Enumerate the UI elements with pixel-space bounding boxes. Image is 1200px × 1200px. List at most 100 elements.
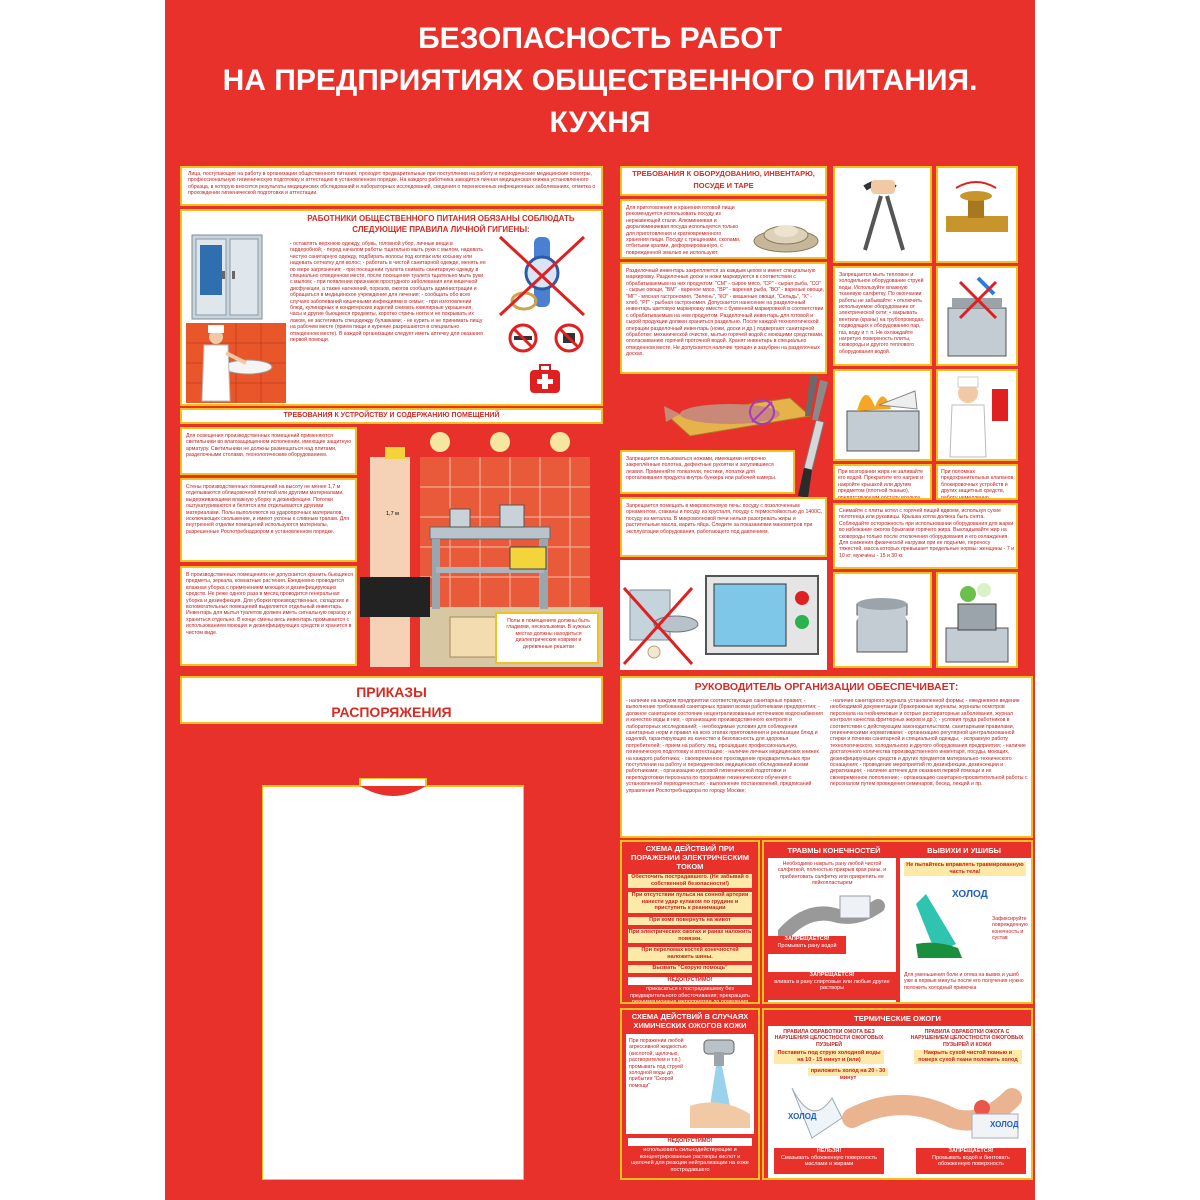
fire-pan-image xyxy=(833,369,932,461)
knives-text: Запрещается пользоваться ножами, имеющим… xyxy=(626,456,777,482)
electric-shock-panel: СХЕМА ДЕЙСТВИЙ ПРИ ПОРАЖЕНИИ ЭЛЕКТРИЧЕСК… xyxy=(620,840,760,1004)
fix-text: Зафиксируйте поврежденную конечность и с… xyxy=(992,916,1028,942)
grease-fire-text: При возгорании жира не заливайте его вод… xyxy=(838,469,924,500)
chemical-warn-text: использовать сильнодействующие и концент… xyxy=(631,1147,749,1173)
electric-step-6: Вызвать "Скорую помощь" xyxy=(628,965,752,973)
injuries-header-right: ВЫВИХИ И УШИБЫ xyxy=(927,846,1001,855)
hot-pot-panel: Снимайте с плиты котел с горячей пищей в… xyxy=(833,503,1018,569)
thermal-forbid-left-title: НЕЛЬЗЯ! xyxy=(816,1148,842,1154)
wound-text: Необходимо накрыть рану любой чистой сал… xyxy=(777,861,887,887)
grease-fire-panel: При возгорании жира не заливайте его вод… xyxy=(833,464,932,500)
lighting-text-panel: Для освещения производственных помещений… xyxy=(180,427,357,475)
manager-header: РУКОВОДИТЕЛЬ ОРГАНИЗАЦИИ ОБЕСПЕЧИВАЕТ: xyxy=(622,680,1031,694)
electric-step-3: При коме повернуть на живот xyxy=(628,917,752,925)
electric-header: СХЕМА ДЕЙСТВИЙ ПРИ ПОРАЖЕНИИ ЭЛЕКТРИЧЕСК… xyxy=(630,844,749,871)
cold-label-injury: ХОЛОД xyxy=(952,889,988,900)
thermal-left-title: ПРАВИЛА ОБРАБОТКИ ОЖОГА БЕЗ НАРУШЕНИЯ ЦЕ… xyxy=(774,1029,884,1048)
washing-rules-panel: Запрещается мыть тепловое и холодильное … xyxy=(833,266,932,366)
washing-rules-text: Запрещается мыть тепловое и холодильное … xyxy=(839,272,925,355)
hygiene-panel: РАБОТНИКИ ОБЩЕСТВЕННОГО ПИТАНИЯ ОБЯЗАНЫ … xyxy=(180,209,603,406)
thermal-left-step-1: Поставить под струю холодной воды на 10 … xyxy=(774,1050,884,1064)
microwave-text: Запрещается помещать в микроволновую печ… xyxy=(626,503,823,535)
chemical-image-area: При поражении любой агрессивной жидкость… xyxy=(626,1034,754,1134)
thermal-area: ПРАВИЛА ОБРАБОТКИ ОЖОГА БЕЗ НАРУШЕНИЯ ЦЕ… xyxy=(768,1026,1031,1178)
hot-pot-text: Снимайте с плиты котел с горячей пищей в… xyxy=(839,508,1015,559)
floor-note-panel: Полы в помещениях должны быть гладкими, … xyxy=(495,612,599,664)
electric-step-4: При электрических ожогах и ранах наложит… xyxy=(628,929,752,943)
electric-step-5: При переломах костей конечностей наложит… xyxy=(628,947,752,961)
chemical-burn-panel: СХЕМА ДЕЙСТВИЙ В СЛУЧАЯХ ХИМИЧЕСКИХ ОЖОГ… xyxy=(620,1008,760,1180)
electric-warn-text: прикасаться к пострадавшему без предвари… xyxy=(629,986,751,1004)
forbid-2: ЗАПРЕЩАЕТСЯ! вливать в рану спиртовые ил… xyxy=(768,972,896,1000)
premises-header: ТРЕБОВАНИЯ К УСТРОЙСТВУ И СОДЕРЖАНИЮ ПОМ… xyxy=(180,408,603,424)
injuries-panel: ТРАВМЫ КОНЕЧНОСТЕЙ ВЫВИХИ И УШИБЫ Необхо… xyxy=(762,840,1033,1004)
storage-text: В производственных помещениях не допуска… xyxy=(186,572,353,636)
title-line-1: БЕЗОПАСНОСТЬ РАБОТ xyxy=(418,22,782,55)
chemical-text: При поражении любой агрессивной жидкость… xyxy=(629,1038,687,1089)
thermal-left-step-2: приложить холод на 20 - 30 минут xyxy=(808,1068,888,1081)
no-eating-icon xyxy=(554,323,584,353)
dishes-text: Для приготовления и хранения готовой пищ… xyxy=(626,205,741,256)
chef-panel-image xyxy=(936,369,1018,461)
walls-text-panel: Стены производственных помещений на высо… xyxy=(180,478,357,562)
thermal-header: ТЕРМИЧЕСКИЕ ОЖОГИ xyxy=(854,1014,941,1023)
walls-text: Стены производственных помещений на высо… xyxy=(186,484,350,535)
equipment-header: ТРЕБОВАНИЯ К ОБОРУДОВАНИЮ, ИНВЕНТАРЮ, ПО… xyxy=(620,166,827,196)
manager-col-1: - наличие на каждом предприятии соответс… xyxy=(626,698,823,794)
orders-line-2: РАСПОРЯЖЕНИЯ xyxy=(331,704,452,720)
lighting-text: Для освещения производственных помещений… xyxy=(186,433,351,459)
breakdown-text: При поломках предохранительных клапанов,… xyxy=(941,469,1015,500)
chemical-warn-title: НЕДОПУСТИМО! xyxy=(628,1138,752,1146)
forbid-1: ЗАПРЕЩАЕТСЯ! Промывать рану водой xyxy=(768,936,846,954)
thermal-forbid-left-text: Смазывать обожженную поверхность маслами… xyxy=(781,1154,877,1168)
manager-panel: РУКОВОДИТЕЛЬ ОРГАНИЗАЦИИ ОБЕСПЕЧИВАЕТ: -… xyxy=(620,676,1033,838)
valve-image xyxy=(936,166,1018,263)
dislocation-bottom-text: Для уменьшения боли и отека на вывих и у… xyxy=(904,972,1024,991)
dislocation-warn: Не пытайтесь вправлять травмированную ча… xyxy=(904,862,1026,876)
hand-tongs-image xyxy=(833,166,932,263)
pot-lifting-image xyxy=(833,572,932,668)
electric-warn-title: НЕДОПУСТИМО! xyxy=(628,977,752,985)
microwave-image xyxy=(620,560,827,670)
microwave-text-panel: Запрещается помещать в микроволновую печ… xyxy=(620,497,827,557)
plates-image xyxy=(750,215,822,255)
floor-note: Полы в помещениях должны быть гладкими, … xyxy=(506,618,591,650)
knife-image xyxy=(792,420,832,500)
thermal-burns-panel: ТЕРМИЧЕСКИЕ ОЖОГИ ПРАВИЛА ОБРАБОТКИ ОЖОГ… xyxy=(762,1008,1033,1180)
intro-panel: Лица, поступающие на работу в организаци… xyxy=(180,166,603,206)
thermal-forbid-right-text: Промывать водой и бинтовать обожженную п… xyxy=(932,1154,1010,1168)
breakdown-panel: При поломках предохранительных клапанов,… xyxy=(936,464,1018,500)
forbid-1-text: Промывать рану водой xyxy=(777,942,837,949)
cutting-boards-panel: Разделочный инвентарь закрепляется за ка… xyxy=(620,262,827,374)
first-aid-kit-icon xyxy=(528,363,562,395)
thermal-forbid-right: ЗАПРЕЩАЕТСЯ! Промывать водой и бинтовать… xyxy=(916,1148,1026,1174)
electric-step-2: При отсутствии пульса на сонной артерии … xyxy=(628,892,752,913)
thermal-right-step-1: Накрыть сухой чистой тканью и поверх сух… xyxy=(914,1050,1022,1064)
locker-image xyxy=(186,231,268,323)
chef-washing-image xyxy=(186,323,286,403)
thermal-forbid-left: НЕЛЬЗЯ! Смазывать обожженную поверхность… xyxy=(774,1148,884,1174)
no-smoking-icon xyxy=(508,323,538,353)
knives-panel: Запрещается пользоваться ножами, имеющим… xyxy=(620,450,795,494)
no-jewelry-icon xyxy=(494,231,590,321)
thermal-cold-left: ХОЛОД xyxy=(788,1112,817,1121)
manager-col-2: - наличие санитарного журнала установлен… xyxy=(830,698,1028,788)
document-pocket xyxy=(262,778,524,1180)
intro-text: Лица, поступающие на работу в организаци… xyxy=(188,171,596,197)
height-label: 1,7 м xyxy=(386,511,399,517)
fish-knife-image xyxy=(660,376,830,446)
hygiene-text: - оставлять верхнюю одежду, обувь, голов… xyxy=(290,241,486,344)
hygiene-header: РАБОТНИКИ ОБЩЕСТВЕННОГО ПИТАНИЯ ОБЯЗАНЫ … xyxy=(282,213,600,239)
dishes-panel: Для приготовления и хранения готовой пищ… xyxy=(620,199,827,259)
forbid-2-title: ЗАПРЕЩАЕТСЯ! xyxy=(809,972,855,978)
cutting-boards-text: Разделочный инвентарь закрепляется за ка… xyxy=(626,268,825,358)
boiling-pot-image xyxy=(936,572,1018,668)
electric-step-1: Обесточить пострадавшего. (Не забывай о … xyxy=(628,874,752,888)
stove-no-water-image xyxy=(936,266,1018,366)
orders-line-1: ПРИКАЗЫ xyxy=(356,684,427,700)
title-line-2: НА ПРЕДПРИЯТИЯХ ОБЩЕСТВЕННОГО ПИТАНИЯ. xyxy=(222,64,978,97)
forbid-1-title: ЗАПРЕЩАЕТСЯ! xyxy=(784,936,830,942)
thermal-cold-right: ХОЛОД xyxy=(990,1120,1019,1129)
injuries-header-left: ТРАВМЫ КОНЕЧНОСТЕЙ xyxy=(787,846,881,855)
title-line-3: КУХНЯ xyxy=(549,106,651,139)
